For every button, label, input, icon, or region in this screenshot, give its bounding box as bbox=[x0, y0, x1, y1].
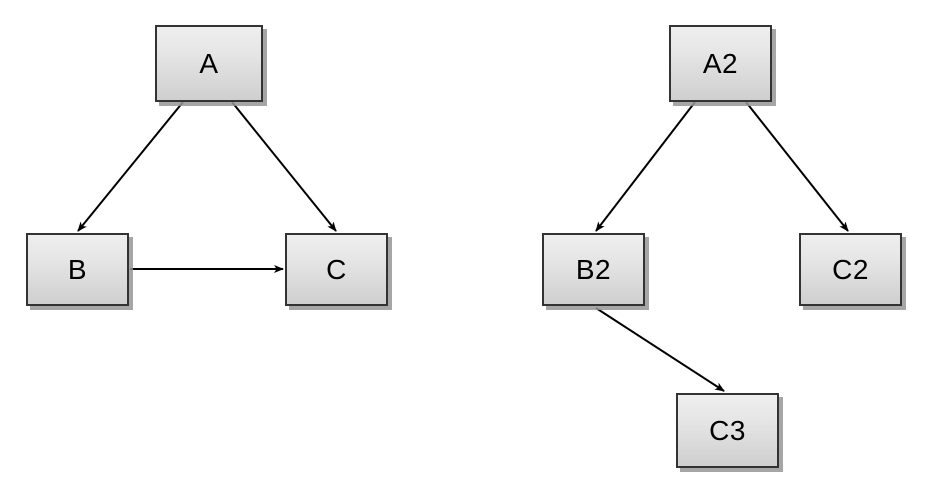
node-label-c: C bbox=[326, 253, 347, 285]
edge-a-b bbox=[77, 101, 184, 232]
node-label-a2: A2 bbox=[702, 47, 739, 79]
node-b[interactable]: B bbox=[26, 233, 129, 306]
node-c2[interactable]: C2 bbox=[799, 233, 902, 306]
edge-b2-c3 bbox=[595, 307, 725, 392]
node-c[interactable]: C bbox=[285, 233, 388, 306]
node-b2[interactable]: B2 bbox=[542, 233, 645, 306]
node-a[interactable]: A bbox=[155, 25, 263, 102]
node-label-a: A bbox=[199, 47, 219, 79]
edge-a-c bbox=[231, 101, 337, 232]
node-label-b: B bbox=[67, 253, 88, 285]
node-a2[interactable]: A2 bbox=[669, 25, 772, 102]
node-label-c3: C3 bbox=[709, 414, 746, 446]
edge-a2-c2 bbox=[745, 101, 849, 232]
node-label-b2: B2 bbox=[575, 253, 612, 285]
node-label-c2: C2 bbox=[832, 253, 869, 285]
edge-a2-b2 bbox=[595, 101, 696, 232]
node-c3[interactable]: C3 bbox=[676, 393, 779, 468]
